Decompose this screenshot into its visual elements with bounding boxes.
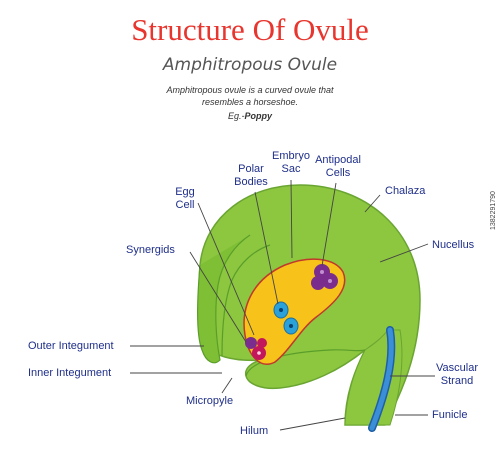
description: Amphitropous ovule is a curved ovule tha… bbox=[150, 84, 350, 108]
label-egg-cell-line1: Egg bbox=[175, 186, 195, 198]
label-egg-cell-line2: Cell bbox=[175, 199, 195, 211]
label-nucellus: Nucellus bbox=[432, 239, 475, 251]
label-micropyle: Micropyle bbox=[186, 395, 234, 407]
page-subtitle: Amphitropous Ovule bbox=[162, 55, 338, 75]
label-outer-integument: Outer Integument bbox=[28, 340, 114, 352]
line-embryo-sac bbox=[290, 179, 293, 259]
line-polar-bodies bbox=[254, 191, 279, 305]
antipodal-cells bbox=[311, 264, 338, 290]
outer-integument-shape bbox=[197, 234, 251, 364]
line-antipodal bbox=[321, 182, 337, 267]
description-line-1: Amphitropous ovule is a curved ovule tha… bbox=[166, 85, 334, 95]
lower-lobe bbox=[245, 349, 366, 377]
example-text: Eg.-Poppy bbox=[0, 111, 500, 121]
leader-lines bbox=[130, 179, 435, 431]
label-vascular-line2: Strand bbox=[440, 375, 474, 387]
label-embryo-sac-line1: Embryo bbox=[272, 150, 310, 162]
label-inner-integument: Inner Integument bbox=[28, 367, 112, 379]
description-line-2: resembles a horseshoe. bbox=[201, 97, 299, 107]
example-prefix: Eg.- bbox=[227, 111, 245, 121]
page-title: Structure Of Ovule bbox=[131, 12, 369, 47]
label-embryo-sac-line2: Sac bbox=[281, 163, 301, 175]
inner-integument-shape bbox=[221, 244, 271, 357]
label-antipodal-line2: Cells bbox=[325, 167, 351, 179]
label-antipodal-cells: Antipodal Cells bbox=[308, 154, 368, 180]
side-id-text: 1382291790 bbox=[490, 191, 497, 230]
label-polar-bodies-line2: Bodies bbox=[234, 176, 268, 188]
label-polar-bodies-line1: Polar bbox=[238, 163, 264, 175]
label-polar-bodies: Polar Bodies bbox=[228, 163, 274, 189]
vascular-strand-inner bbox=[369, 327, 394, 431]
line-micropyle bbox=[221, 377, 233, 394]
example-value: Poppy bbox=[244, 111, 273, 121]
line-egg-cell bbox=[197, 202, 255, 336]
label-synergids: Synergids bbox=[126, 244, 175, 256]
label-funicle: Funicle bbox=[432, 409, 468, 421]
line-synergids bbox=[189, 251, 247, 343]
synergids-and-egg bbox=[245, 337, 267, 360]
label-antipodal-line1: Antipodal bbox=[315, 154, 361, 166]
line-chalaza bbox=[364, 194, 381, 213]
label-egg-cell: Egg Cell bbox=[170, 186, 200, 212]
polar-bodies bbox=[273, 301, 299, 335]
label-vascular-strand: Vascular Strand bbox=[432, 362, 482, 388]
label-embryo-sac: Embryo Sac bbox=[268, 150, 314, 176]
label-chalaza: Chalaza bbox=[385, 185, 426, 197]
line-hilum bbox=[279, 417, 346, 431]
line-nucellus bbox=[379, 243, 429, 263]
label-hilum: Hilum bbox=[240, 425, 269, 437]
label-vascular-line1: Vascular bbox=[436, 362, 478, 374]
